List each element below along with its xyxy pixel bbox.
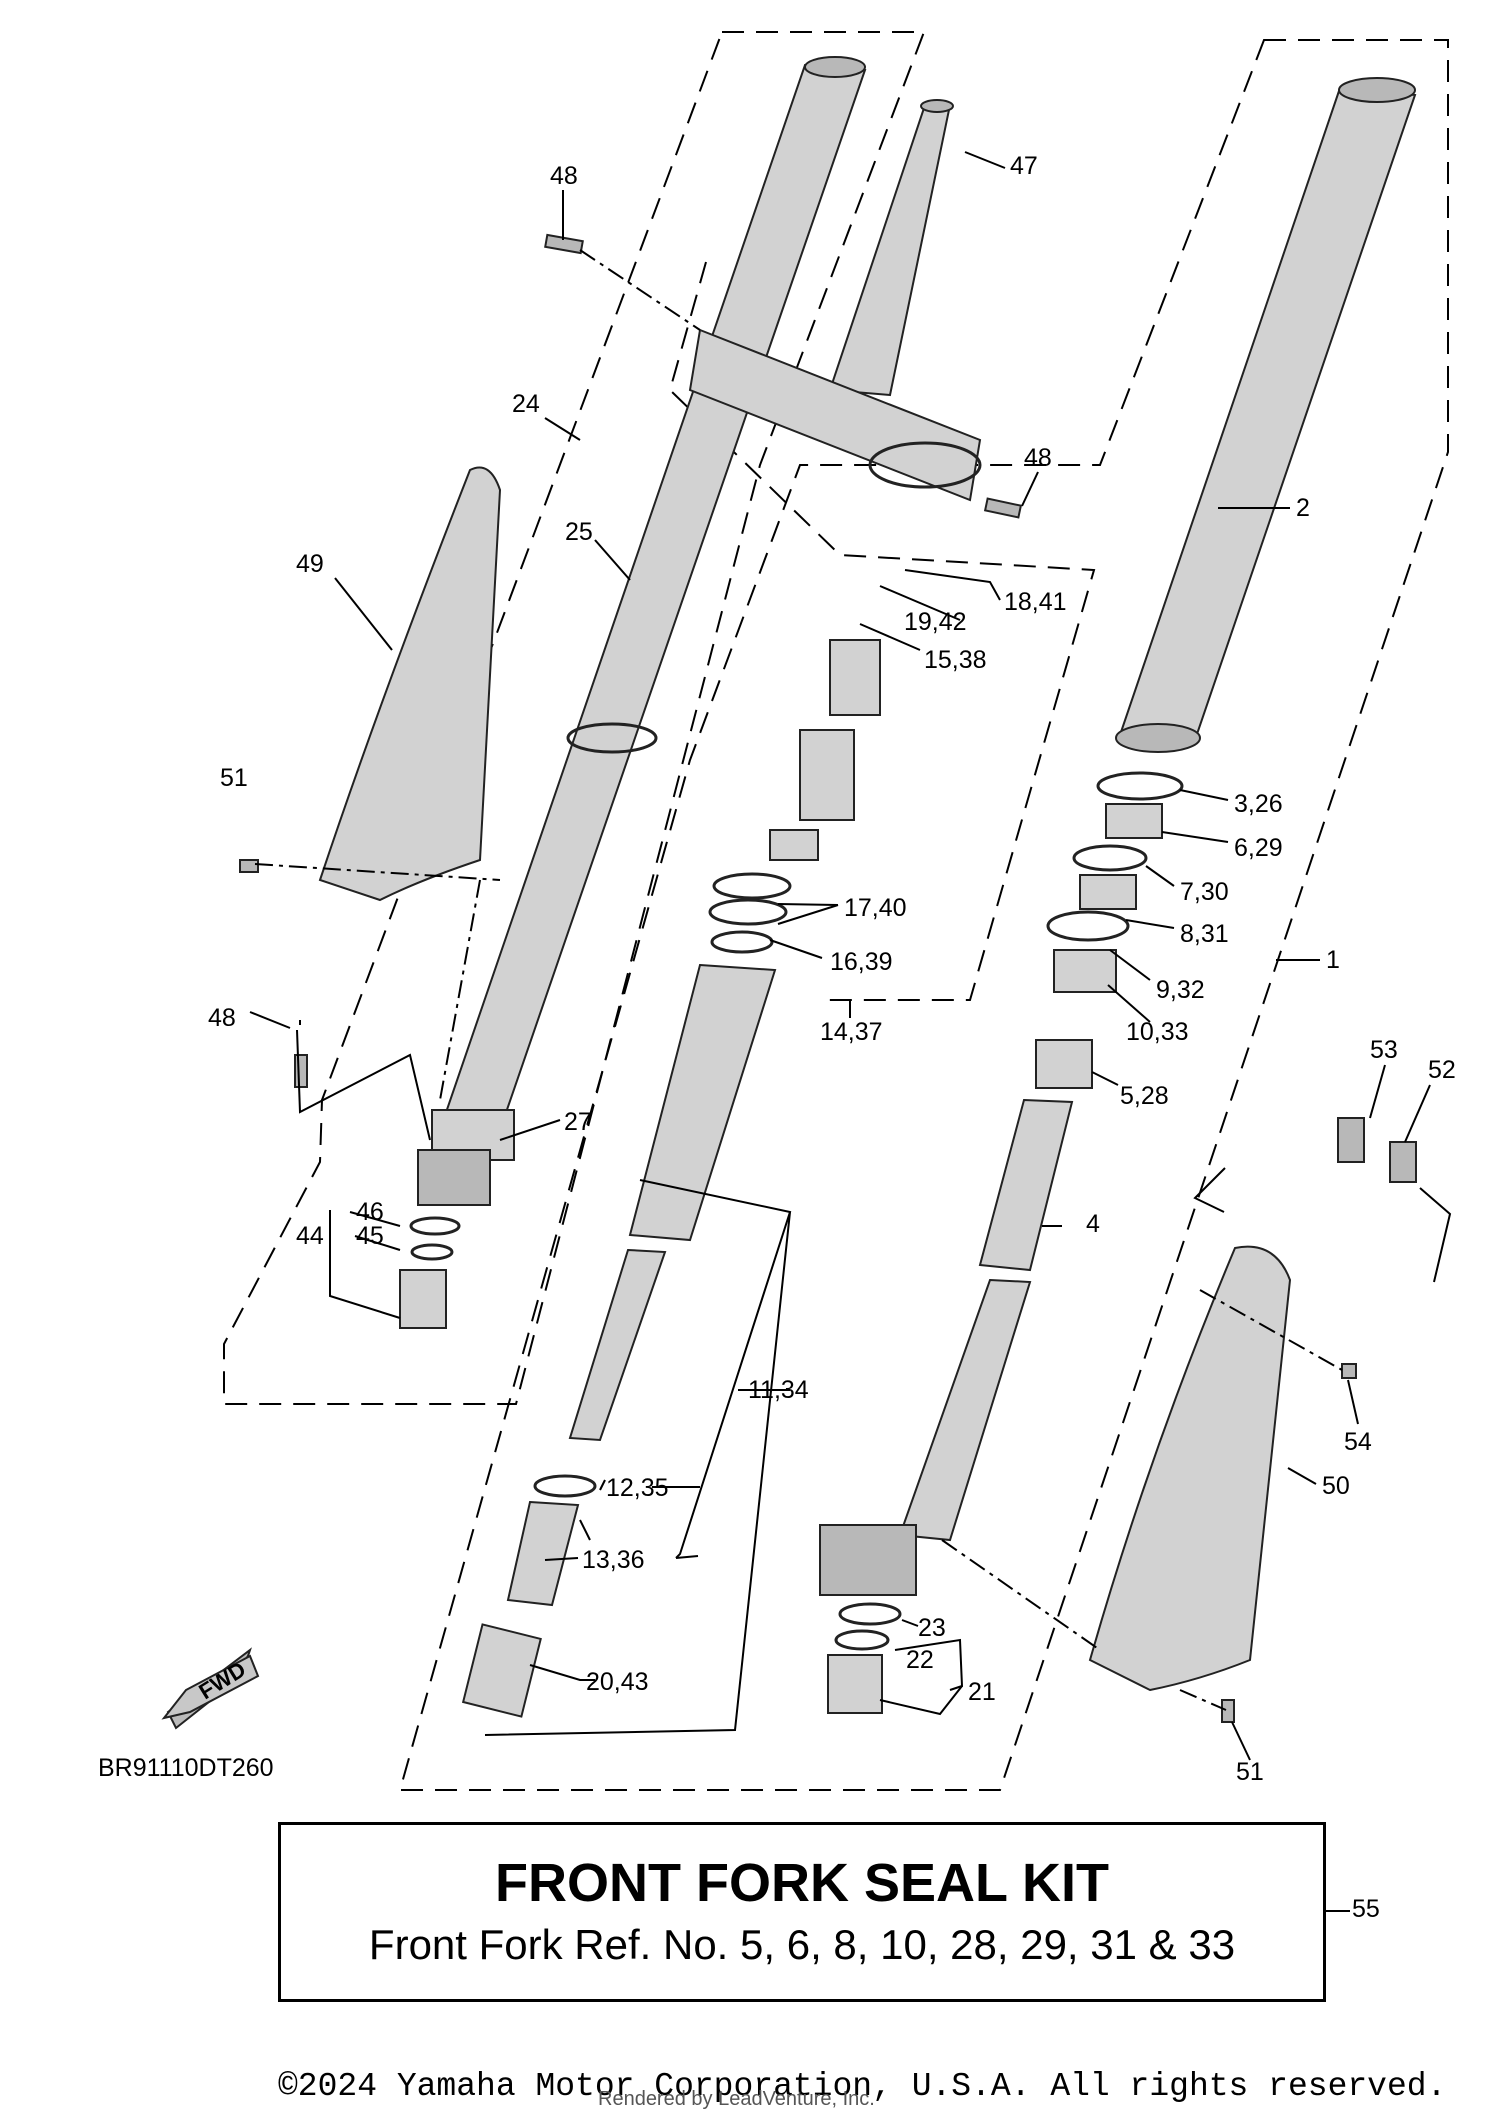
label-44: 44 [296, 1222, 324, 1250]
label-24: 24 [512, 390, 540, 418]
damper-internals [461, 639, 881, 1718]
steering-stem-47 [688, 99, 982, 502]
label-11-34: 11,34 [748, 1376, 809, 1404]
label-27: 27 [564, 1108, 592, 1136]
label-23: 23 [918, 1614, 946, 1642]
copyright-notice: ©2024 Yamaha Motor Corporation, U.S.A. A… [278, 2068, 1447, 2105]
seal-kit-title: FRONT FORK SEAL KIT [495, 1853, 1109, 1913]
seal-stack [819, 771, 1184, 1714]
label-13-36: 13,36 [582, 1546, 645, 1574]
label-3-26: 3,26 [1234, 790, 1283, 818]
label-7-30: 7,30 [1180, 878, 1229, 906]
label-18-41: 18,41 [1004, 588, 1067, 616]
assembly-outline-14 [668, 261, 1096, 1001]
label-5-28: 5,28 [1120, 1082, 1169, 1110]
label-53: 53 [1370, 1036, 1398, 1064]
label-4: 4 [1086, 1210, 1100, 1238]
label-1: 1 [1326, 946, 1340, 974]
rendered-by-watermark: Rendered by LeadVenture, Inc. [598, 2088, 875, 2110]
fwd-arrow-icon [161, 1647, 260, 1730]
fasteners [239, 233, 1417, 1723]
label-15-38: 15,38 [924, 646, 987, 674]
diagram-code: BR91110DT260 [98, 1754, 274, 1782]
label-10-33: 10,33 [1126, 1018, 1189, 1046]
label-46: 46 [356, 1198, 384, 1226]
label-16-39: 16,39 [830, 948, 893, 976]
inner-tube-25 [417, 56, 867, 1206]
label-47: 47 [1010, 152, 1038, 180]
label-17-40: 17,40 [844, 894, 907, 922]
label-48-top: 48 [550, 162, 578, 190]
label-22: 22 [906, 1646, 934, 1674]
seal-kit-subtitle: Front Fork Ref. No. 5, 6, 8, 10, 28, 29,… [368, 1921, 1236, 1968]
label-48-left: 48 [208, 1004, 236, 1032]
label-20-43: 20,43 [586, 1668, 649, 1696]
part-labels: 47 48 24 48 25 2 49 18,41 19,42 15,38 51… [98, 152, 1456, 1786]
leader-lines [249, 151, 1452, 1761]
seal-kit-ref-number: 55 [1352, 1895, 1380, 1923]
label-25: 25 [565, 518, 593, 546]
label-48-mid: 48 [1024, 444, 1052, 472]
label-45: 45 [356, 1222, 384, 1250]
label-14-37: 14,37 [820, 1018, 883, 1046]
fork-guard-50 [1088, 1245, 1292, 1692]
outer-tube-2 [1115, 77, 1417, 753]
label-12-35: 12,35 [606, 1474, 669, 1502]
seal-kit-leader [1326, 1910, 1350, 1912]
label-6-29: 6,29 [1234, 834, 1283, 862]
assembly-outline-24 [223, 31, 926, 1405]
fork-guard-49 [318, 466, 502, 902]
label-54: 54 [1344, 1428, 1372, 1456]
label-9-32: 9,32 [1156, 976, 1205, 1004]
seal-kit-box: FRONT FORK SEAL KIT Front Fork Ref. No. … [278, 1822, 1326, 2002]
label-21: 21 [968, 1678, 996, 1706]
label-52: 52 [1428, 1056, 1456, 1084]
label-8-31: 8,31 [1180, 920, 1229, 948]
label-19-42: 19,42 [904, 608, 967, 636]
assembly-outline-1 [398, 39, 1449, 1791]
label-50: 50 [1322, 1472, 1350, 1500]
label-51-left: 51 [220, 764, 248, 792]
label-51-right: 51 [1236, 1758, 1264, 1786]
label-2: 2 [1296, 494, 1310, 522]
label-49: 49 [296, 550, 324, 578]
